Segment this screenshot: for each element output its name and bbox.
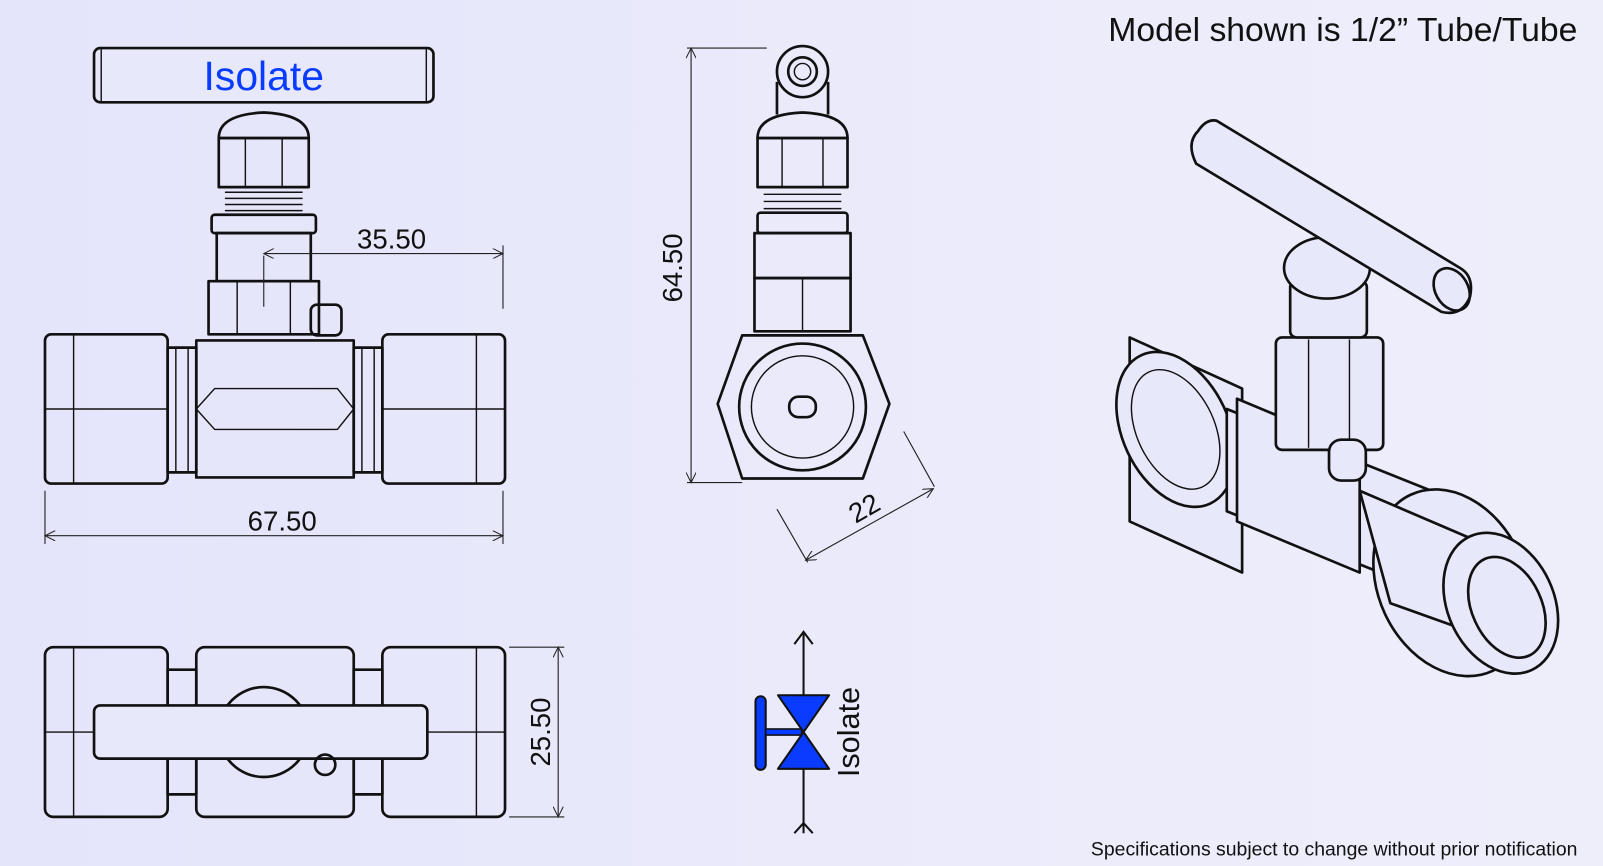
model-title: Model shown is 1/2” Tube/Tube [1108,11,1577,49]
front-view: Isolate 35.50 67.50 [43,46,507,544]
side-view: 64.50 22 [657,44,935,563]
dim-overall-length: 67.50 [248,506,317,537]
symbol-label: Isolate [832,687,866,777]
handle-label: Isolate [204,53,324,99]
isolate-valve-symbol: Isolate [754,630,866,834]
top-view: 25.50 [43,645,565,819]
isometric-view [1115,119,1560,678]
dim-height: 64.50 [657,233,688,302]
footer-note: Specifications subject to change without… [1091,839,1578,861]
dim-hex: 22 [843,487,885,529]
dim-width: 25.50 [525,697,556,766]
dim-stem-offset: 35.50 [357,223,426,254]
